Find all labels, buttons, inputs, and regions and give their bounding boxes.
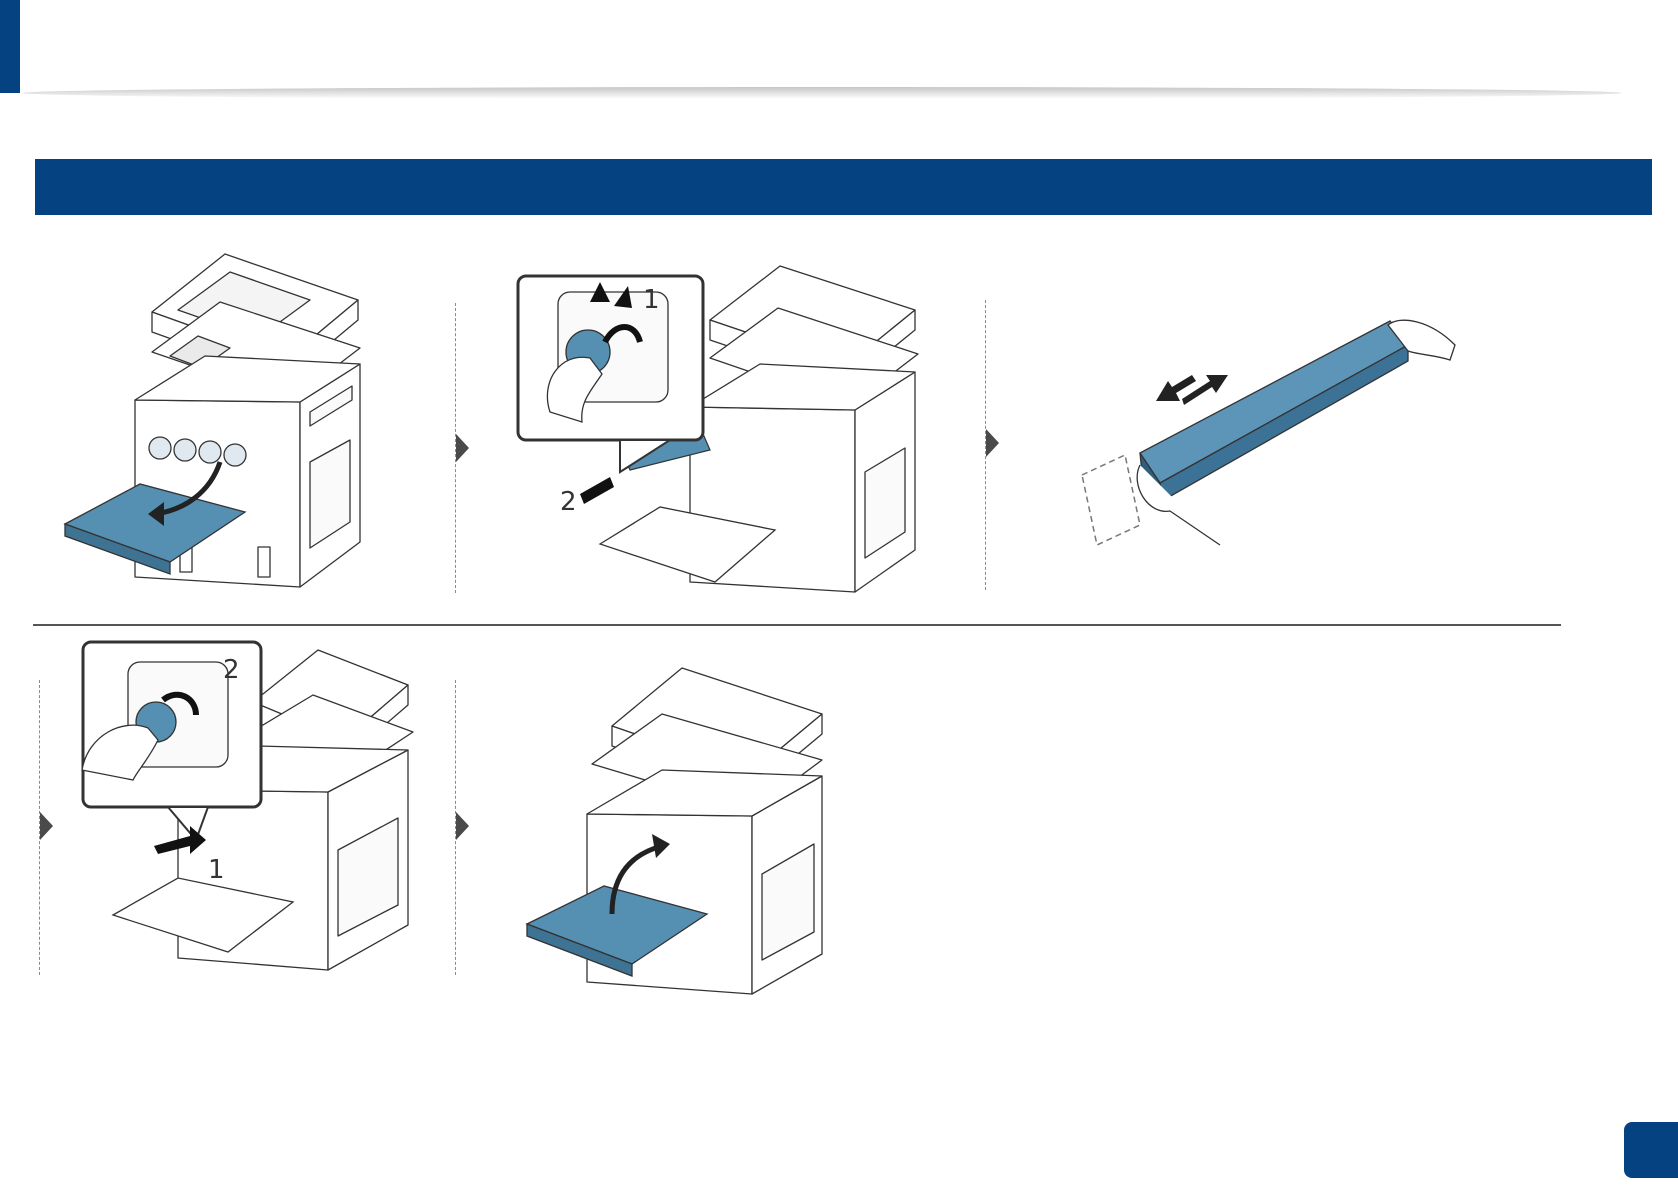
- arrow-right-icon: [986, 429, 999, 457]
- corner-tab: [0, 0, 20, 93]
- arrow-right-icon: [40, 812, 53, 840]
- arrow-right-icon: [456, 812, 469, 840]
- arrow-right-icon: [456, 434, 469, 462]
- page-number-badge: [1624, 1122, 1678, 1178]
- step-remove-cartridge-illustration: 1 2: [510, 262, 930, 597]
- callout-1: 1: [208, 855, 225, 885]
- row-divider: [33, 624, 1561, 626]
- step-insert-cartridge-illustration: 2 1: [78, 640, 418, 1005]
- callout-2: 2: [223, 655, 240, 685]
- header-rule: [22, 87, 1622, 99]
- toner-cartridge-icon: [1140, 321, 1408, 501]
- step-shake-cartridge-illustration: [1070, 315, 1470, 560]
- callout-1: 1: [643, 285, 660, 315]
- step-open-door-illustration: [60, 252, 380, 592]
- section-title-bar: [35, 159, 1652, 215]
- step-close-door-illustration: [522, 664, 832, 1004]
- double-arrow-icon: [1156, 375, 1228, 405]
- callout-2: 2: [560, 487, 577, 517]
